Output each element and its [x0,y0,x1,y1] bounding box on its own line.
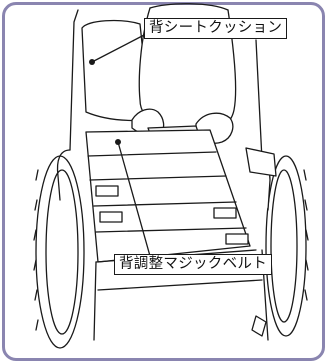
back-seat-cushion-label: 背シートクッション [144,18,288,39]
velcro-tab-4 [225,233,249,245]
right-wheel-outer [265,155,307,337]
belt-1 [87,151,217,157]
velcro-tab-1 [95,185,119,197]
right-wheel-inner [270,169,298,323]
left-wheel-outer [35,155,85,349]
belt-2 [89,175,227,181]
left-wheel-tread [33,169,39,331]
belt-4 [95,227,247,233]
left-armrest [56,149,71,201]
right-armrest-pad [245,147,277,177]
shirt-outline [149,3,229,11]
right-wheel-tread [303,169,309,301]
leader-dot-cushion [89,59,95,65]
right-caster [251,315,267,337]
right-backrest-tube [255,39,263,161]
leader-line-belt [117,141,151,257]
belt-3 [93,201,237,207]
leader-dot-belt [115,139,121,145]
velcro-tab-3 [213,207,237,219]
back-adjust-velcro-belt-label: 背調整マジックベルト [114,254,272,275]
left-front-post [93,261,97,341]
left-wheel-inner [45,169,79,335]
leader-line-cushion [91,33,147,63]
left-backrest-tube [69,9,79,151]
velcro-tab-2 [99,211,123,223]
